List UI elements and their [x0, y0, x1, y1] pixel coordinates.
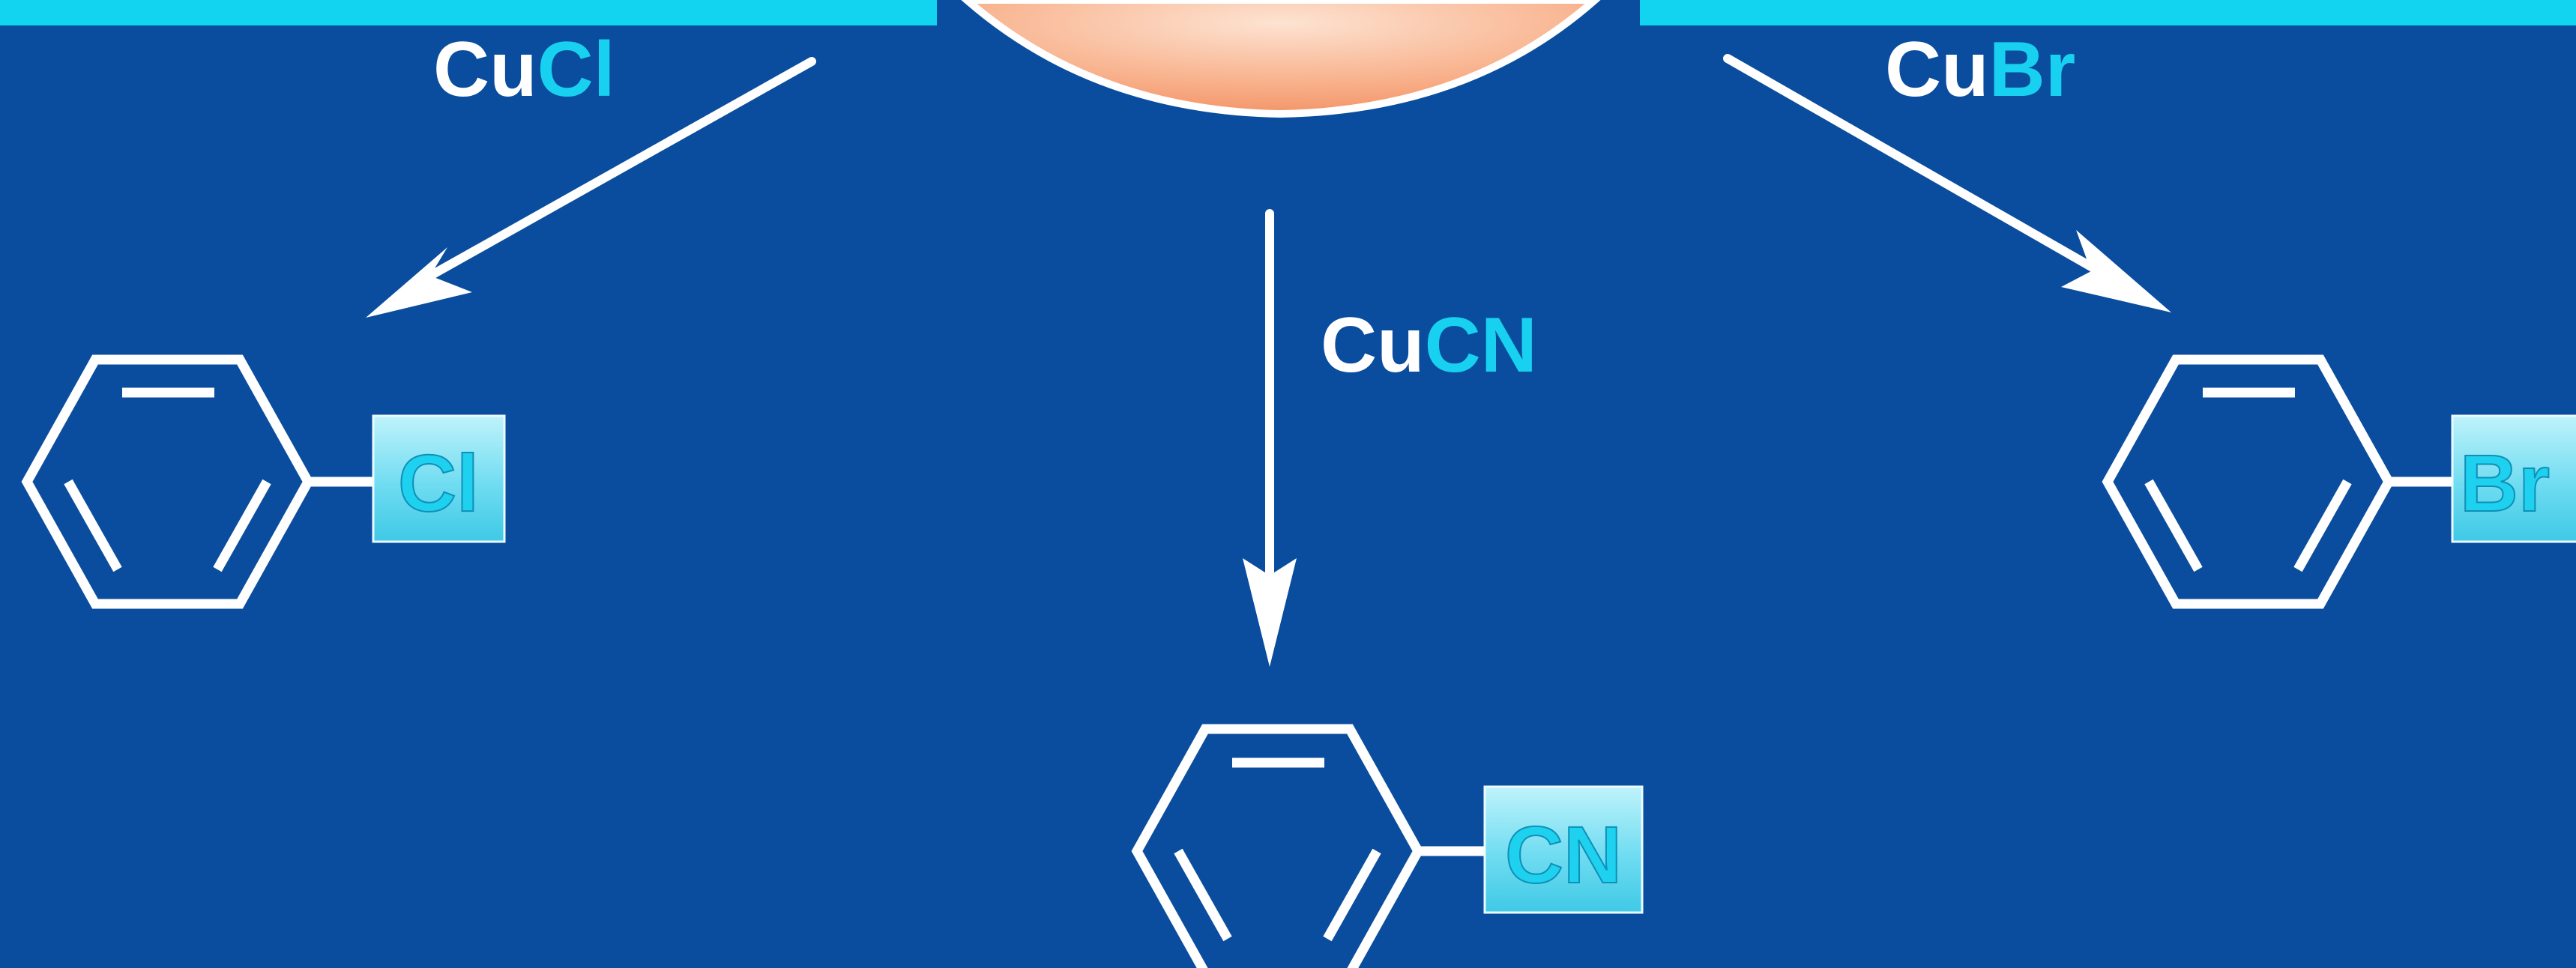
top-bar-left	[0, 0, 937, 25]
substituent-text-cn: CN	[1505, 809, 1622, 900]
substituent-box-cl: Cl	[372, 414, 506, 543]
benzene-ring-benzonitrile	[1131, 724, 1488, 968]
reagent-label-cucn: CuCN	[1321, 302, 1537, 389]
reagent-label-cubr: CuBr	[1885, 26, 2075, 113]
diazonium-circle	[961, 0, 1601, 118]
substituent-text-br: Br	[2460, 438, 2550, 528]
substituent-box-cn: CN	[1483, 785, 1644, 914]
benzene-ring-bromobenzene	[2102, 354, 2455, 609]
substituent-text-cl: Cl	[398, 438, 479, 528]
arrow-right	[1723, 54, 2171, 312]
reagent-label-cucl: CuCl	[433, 26, 615, 113]
substituent-box-br: Br	[2451, 414, 2576, 543]
arrow-down	[1243, 209, 1297, 667]
benzene-ring-chlorobenzene	[21, 354, 375, 609]
arrow-left	[366, 57, 816, 318]
top-bar-right	[1640, 0, 2576, 25]
